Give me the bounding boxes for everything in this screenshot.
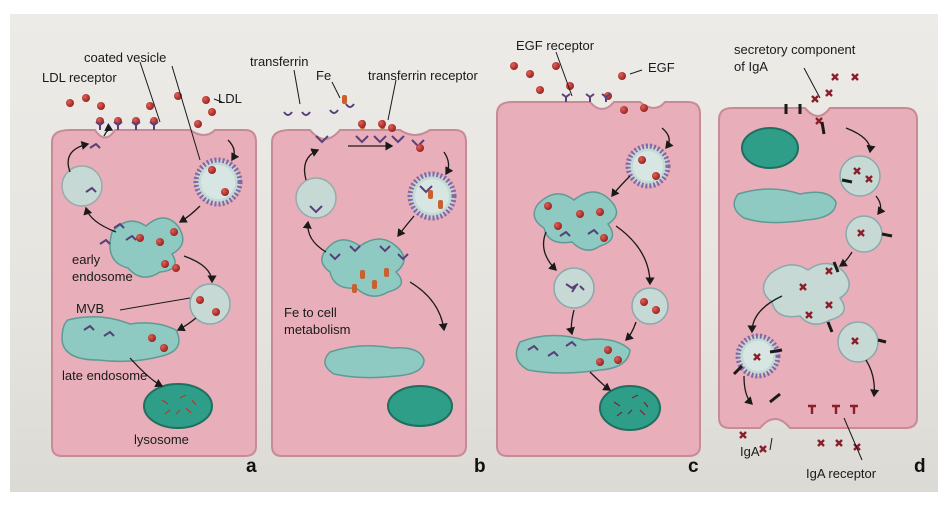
panel-a-organelles [61,157,243,429]
ldl-receptor-label: LDL receptor [42,70,117,85]
panel-letter-c: c [688,456,699,477]
panel-d-iga-receptors [739,73,873,453]
secretory-component-label-1: secretory component [734,42,856,57]
egf-receptor-label: EGF receptor [516,38,595,53]
mvb-label: MVB [76,301,104,316]
transferrin-receptor-label: transferrin receptor [368,68,478,83]
panel-a-arrows [67,123,240,388]
late-endosome-label: late endosome [62,368,147,383]
lysosome-label: lysosome [134,432,189,447]
iga-receptor-label: IgA receptor [806,466,877,481]
panel-a-receptors [83,121,159,337]
egf-label: EGF [648,60,675,75]
panel-letter-a: a [246,456,257,477]
panel-d-arrows [743,127,886,405]
leader-lines [119,51,863,461]
panel-c-receptors [527,93,611,357]
cell-c [496,101,701,457]
fe-metabolism-label-2: metabolism [284,322,350,337]
panel-b-transferrin-receptor-dots [358,120,424,152]
panel-letter-b: b [474,456,486,477]
transferrin-label: transferrin [250,54,309,69]
iga-label: IgA [740,444,760,459]
panel-d-organelles [733,127,883,379]
panel-c-arrows [542,127,674,391]
early-endosome-label-1: early [72,252,101,267]
secretory-component-label-2: of IgA [734,59,768,74]
page-bottom [0,492,948,532]
panel-c-egf-particles [510,62,660,366]
fe-label: Fe [316,68,331,83]
cell-a [51,129,257,457]
ldl-label: LDL [218,91,242,106]
panel-c-lysosome-contents [613,394,649,417]
panel-letter-d: d [914,456,926,477]
fe-metabolism-label-1: Fe to cell [284,305,337,320]
panel-b-arrows [302,141,454,332]
panel-a-lysosome-contents [161,394,197,415]
panel-d-secretory-bars [732,104,893,404]
coated-vesicle-label: coated vesicle [84,50,166,65]
panel-b-organelles [295,171,457,427]
early-endosome-label-2: endosome [72,269,133,284]
